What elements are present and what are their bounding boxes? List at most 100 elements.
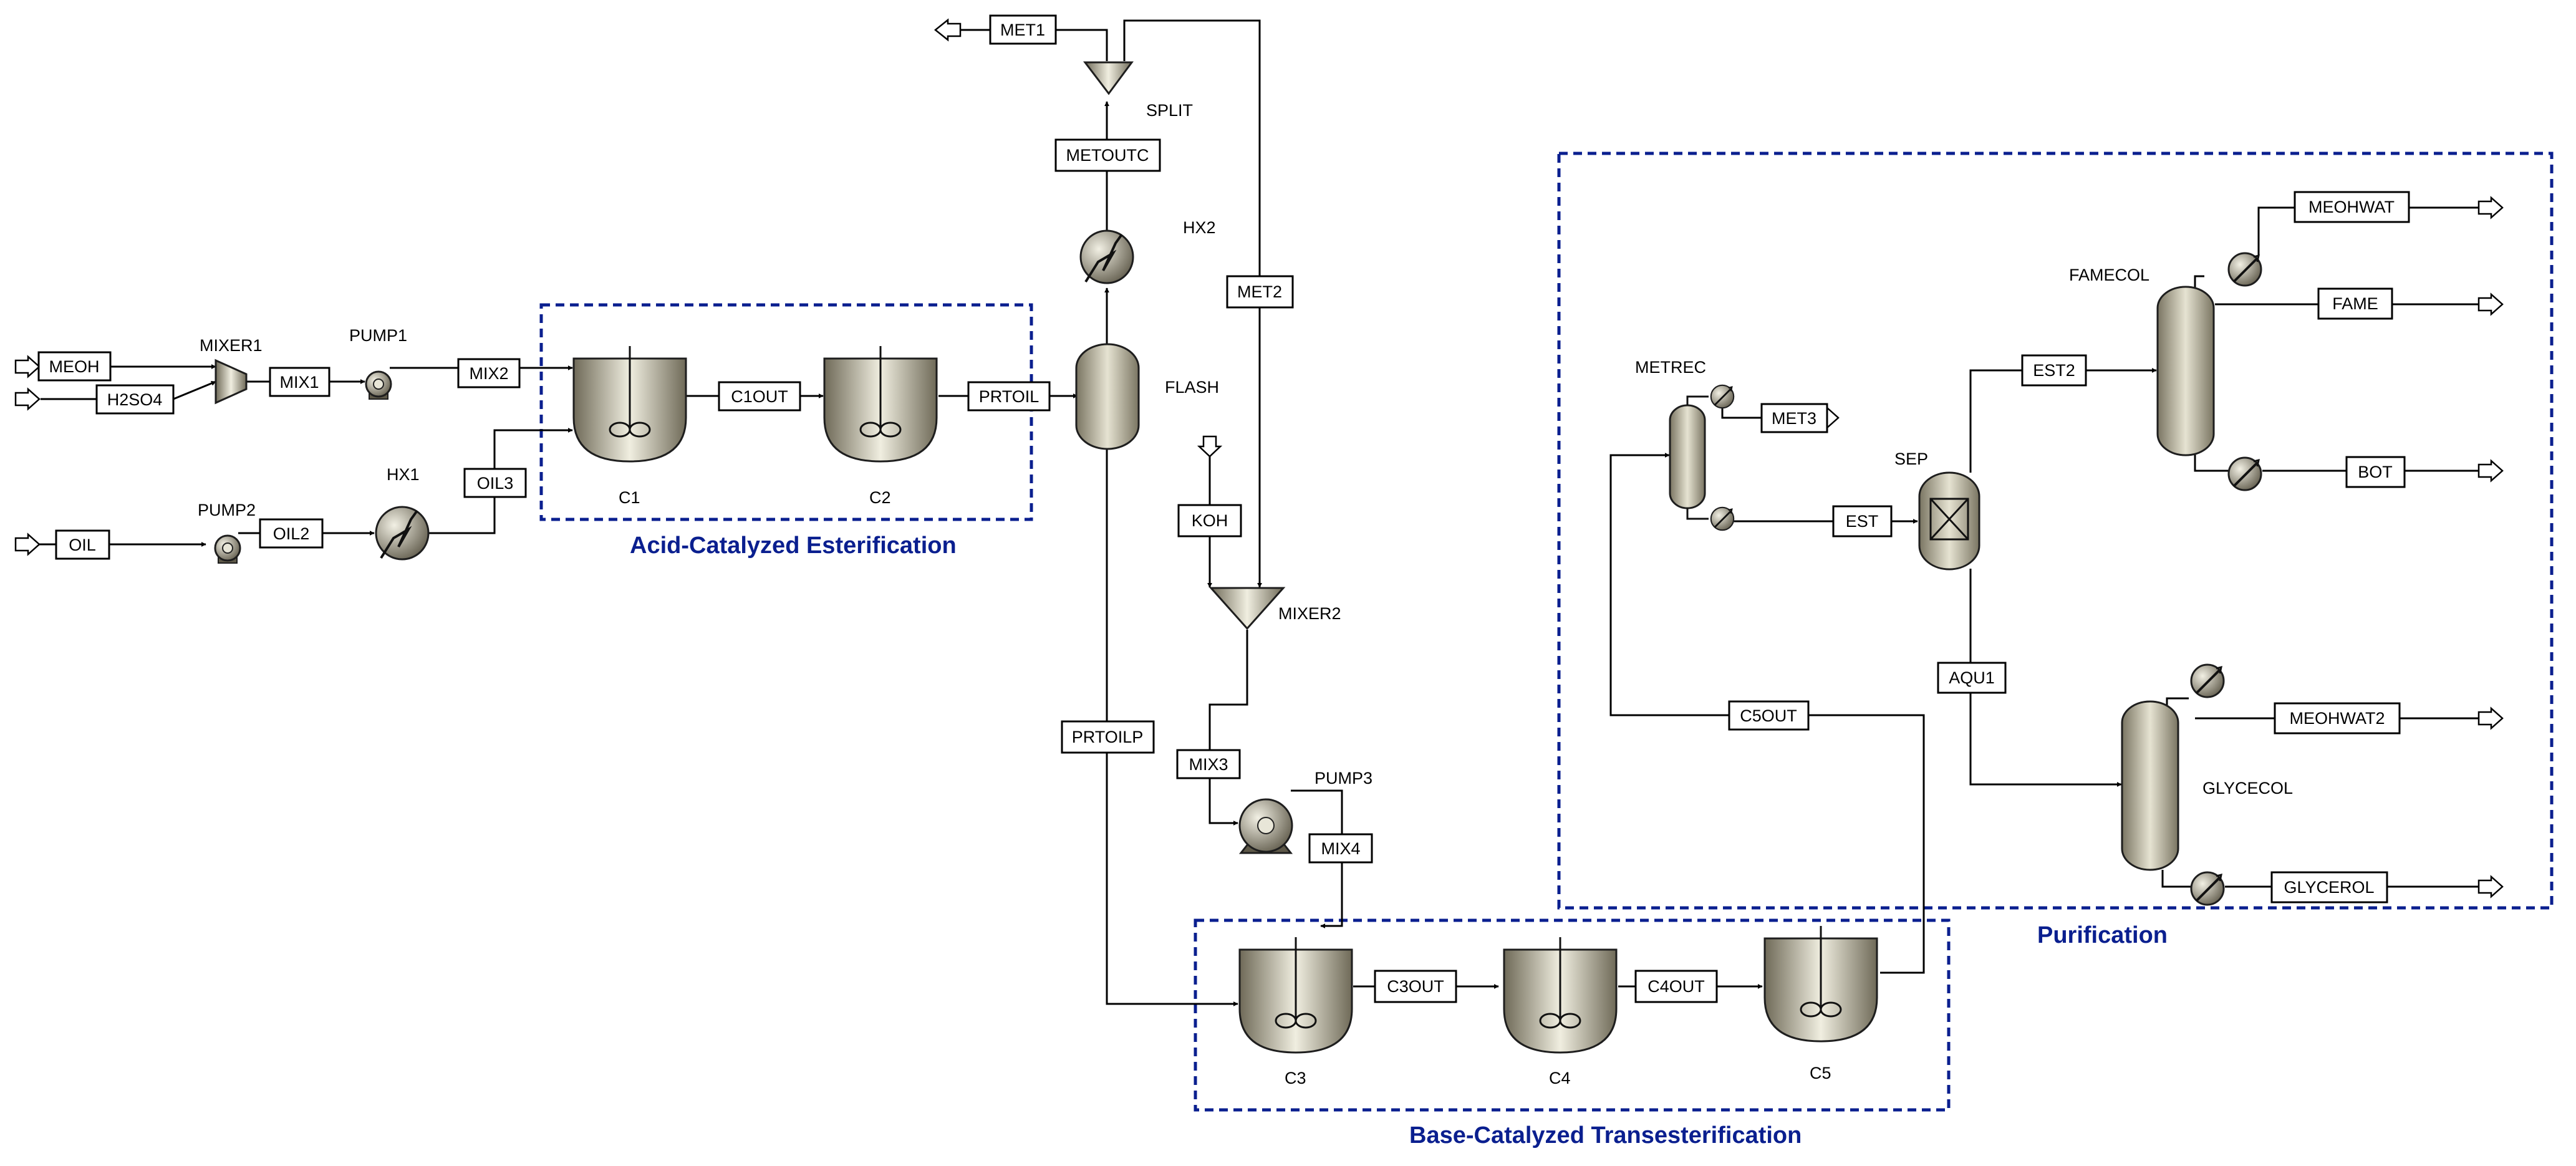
stream-mix3[interactable]: MIX3 <box>1176 749 1241 779</box>
stream-meohwat2[interactable]: MEOHWAT2 <box>2274 702 2401 735</box>
reactor-c1[interactable]: C1 <box>572 345 687 507</box>
sep-label: SEP <box>1894 450 1928 468</box>
stream-c4out[interactable]: C4OUT <box>1634 970 1718 1003</box>
svg-text:EST: EST <box>1846 512 1879 531</box>
svg-text:MET1: MET1 <box>1000 21 1045 39</box>
product-port-fame <box>2477 292 2504 316</box>
zone-label-acid: Acid-Catalyzed Esterification <box>630 532 957 559</box>
svg-text:MIX4: MIX4 <box>1321 839 1360 858</box>
svg-text:OIL2: OIL2 <box>273 524 310 543</box>
svg-text:C5OUT: C5OUT <box>1740 706 1797 725</box>
reactor-c5[interactable]: C5 <box>1763 925 1878 1082</box>
stream-koh[interactable]: KOH <box>1177 504 1242 537</box>
pump1[interactable]: PUMP1 <box>349 326 407 400</box>
svg-text:MEOH: MEOH <box>49 357 100 376</box>
stream-mix2[interactable]: MIX2 <box>457 358 521 388</box>
svg-text:MET2: MET2 <box>1237 282 1282 301</box>
stream-aqu1[interactable]: AQU1 <box>1937 662 2007 694</box>
svg-text:MIX3: MIX3 <box>1189 755 1228 774</box>
stream-c5out[interactable]: C5OUT <box>1728 700 1810 731</box>
svg-text:KOH: KOH <box>1192 511 1228 530</box>
hx2[interactable]: HX2 <box>1079 218 1216 284</box>
famecol-label: FAMECOL <box>2069 266 2149 284</box>
stream-prtoilp[interactable]: PRTOILP <box>1061 720 1155 754</box>
product-port-bot <box>2477 459 2504 483</box>
c1-label: C1 <box>619 488 640 507</box>
stream-glycerol[interactable]: GLYCEROL <box>2270 871 2388 903</box>
stream-oil2[interactable]: OIL2 <box>259 518 324 549</box>
svg-text:OIL3: OIL3 <box>477 474 514 493</box>
stream-h2so4[interactable]: H2SO4 <box>95 384 175 415</box>
svg-text:GLYCEROL: GLYCEROL <box>2284 878 2374 897</box>
pump2-label: PUMP2 <box>198 501 256 519</box>
reactor-c4[interactable]: C4 <box>1503 936 1618 1087</box>
column-famecol[interactable]: FAMECOL <box>2069 252 2262 491</box>
pump3-label: PUMP3 <box>1315 769 1372 788</box>
stream-mix1[interactable]: MIX1 <box>269 367 330 397</box>
hx2-label: HX2 <box>1183 218 1216 237</box>
stream-oil[interactable]: OIL <box>55 529 110 560</box>
svg-text:FAME: FAME <box>2332 294 2378 313</box>
hx1[interactable]: HX1 <box>375 465 430 561</box>
stream-mix4[interactable]: MIX4 <box>1308 833 1373 864</box>
c3-label: C3 <box>1285 1069 1306 1087</box>
separator-sep[interactable]: SEP <box>1894 450 1980 571</box>
stream-labels: MEOH H2SO4 MIX1 MIX2 OIL OIL2 OIL3 C1OUT… <box>37 14 2410 1003</box>
svg-text:MEOHWAT2: MEOHWAT2 <box>2290 709 2385 728</box>
stream-c1out[interactable]: C1OUT <box>718 381 801 412</box>
stream-oil3[interactable]: OIL3 <box>463 468 527 498</box>
zone-purification: Purification <box>1557 152 2554 948</box>
feed-port-oil <box>14 532 41 556</box>
svg-text:PRTOIL: PRTOIL <box>979 387 1040 406</box>
glycecol-label: GLYCECOL <box>2202 779 2293 797</box>
svg-text:PRTOILP: PRTOILP <box>1072 728 1144 746</box>
reactor-c3[interactable]: C3 <box>1238 936 1353 1087</box>
stream-est[interactable]: EST <box>1832 505 1893 537</box>
stream-met1[interactable]: MET1 <box>989 14 1057 45</box>
svg-text:H2SO4: H2SO4 <box>107 390 163 409</box>
stream-met3[interactable]: MET3 <box>1760 403 1828 433</box>
feed-port-h2so4 <box>14 387 41 411</box>
hx1-label: HX1 <box>387 465 420 484</box>
flash-drum[interactable]: FLASH <box>1075 343 1219 450</box>
feed-port-koh <box>1197 435 1223 458</box>
svg-text:OIL: OIL <box>69 536 96 554</box>
svg-text:METOUTC: METOUTC <box>1066 146 1149 165</box>
zone-label-purification: Purification <box>2037 922 2168 948</box>
zone-base-transesterification: Base-Catalyzed Transesterification <box>1194 918 1951 1149</box>
svg-text:MIX1: MIX1 <box>279 373 319 392</box>
svg-text:MEOHWAT: MEOHWAT <box>2308 198 2395 216</box>
product-port-met1 <box>933 18 962 42</box>
stream-meohwat[interactable]: MEOHWAT <box>2294 191 2410 223</box>
splitter[interactable]: SPLIT <box>1083 61 1193 120</box>
mixer2[interactable]: MIXER2 <box>1208 587 1341 630</box>
svg-text:MET3: MET3 <box>1772 409 1816 428</box>
svg-text:EST2: EST2 <box>2033 361 2075 380</box>
mixer1[interactable]: MIXER1 <box>200 336 263 405</box>
stream-bot[interactable]: BOT <box>2345 456 2406 488</box>
c5-label: C5 <box>1810 1064 1831 1082</box>
stream-prtoil[interactable]: PRTOIL <box>967 381 1051 412</box>
svg-text:C3OUT: C3OUT <box>1387 977 1444 996</box>
feed-port-meoh <box>14 355 41 378</box>
mixer1-label: MIXER1 <box>200 336 263 355</box>
pump3[interactable]: PUMP3 <box>1238 769 1372 854</box>
svg-text:MIX2: MIX2 <box>469 364 508 383</box>
c4-label: C4 <box>1549 1069 1571 1087</box>
reactor-c2[interactable]: C2 <box>823 345 938 507</box>
stream-fame[interactable]: FAME <box>2317 287 2393 320</box>
svg-text:C1OUT: C1OUT <box>731 387 788 406</box>
zone-acid-esterification: Acid-Catalyzed Esterification <box>539 303 1033 559</box>
stream-est2[interactable]: EST2 <box>2021 354 2087 387</box>
mixer2-label: MIXER2 <box>1278 604 1341 623</box>
column-metrec[interactable]: METREC <box>1635 358 1735 531</box>
column-glycecol[interactable]: GLYCECOL <box>2121 663 2293 906</box>
c2-label: C2 <box>869 488 891 507</box>
stream-metoutc[interactable]: METOUTC <box>1054 138 1161 172</box>
pump2[interactable]: PUMP2 <box>198 501 256 564</box>
stream-c3out[interactable]: C3OUT <box>1374 970 1457 1003</box>
stream-meoh[interactable]: MEOH <box>37 351 112 382</box>
svg-text:C4OUT: C4OUT <box>1647 977 1705 996</box>
svg-text:AQU1: AQU1 <box>1949 668 1995 687</box>
stream-met2[interactable]: MET2 <box>1226 275 1294 309</box>
